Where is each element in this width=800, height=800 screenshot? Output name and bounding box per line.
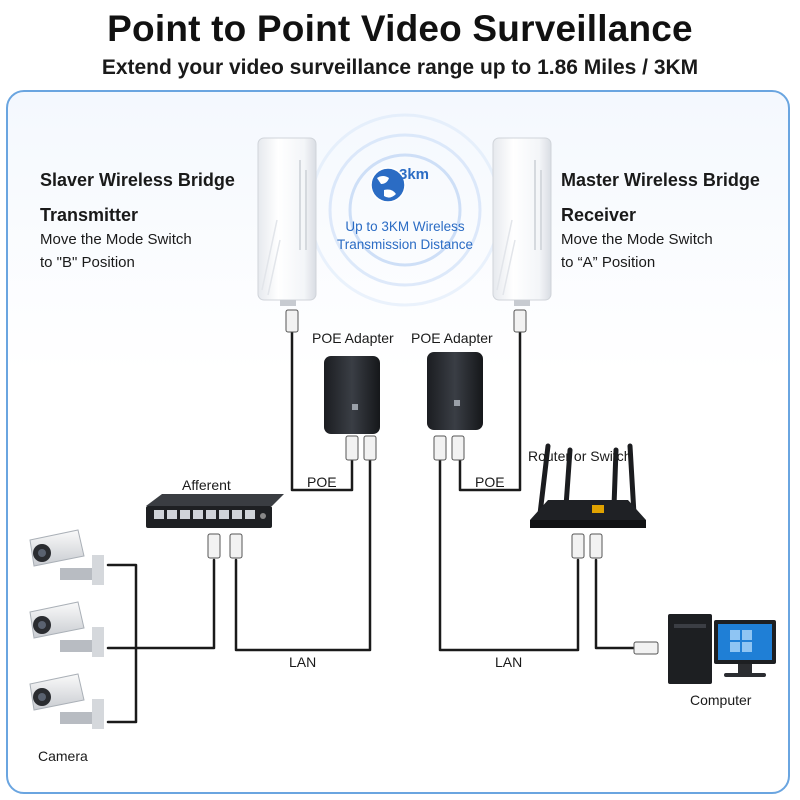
router-label: Router or Switch [528,448,632,464]
afferent-switch-device [146,494,284,528]
slaver-bridge-device [257,137,317,306]
poe-adapter-left-device [324,356,380,434]
poe-right-label: POE [475,474,505,490]
camera-bottom-device [29,673,104,729]
computer-device [668,614,776,684]
globe-icon [370,167,406,203]
master-bridge-name: Master Wireless Bridge [561,170,760,190]
master-bridge-instruction-1: Move the Mode Switch [561,231,713,248]
lan-left-label: LAN [289,654,317,670]
page-subtitle: Extend your video surveillance range up … [101,56,699,79]
poe-adapter-right-label: POE Adapter [411,330,493,346]
master-bridge-role: Receiver [561,205,637,225]
rj45-connectors [207,309,659,655]
cables [106,328,638,724]
lan-right-label: LAN [495,654,523,670]
master-bridge-device [492,137,552,306]
slaver-bridge-role: Transmitter [40,205,139,225]
poe-adapter-left-label: POE Adapter [312,330,394,346]
camera-middle-device [29,601,104,657]
afferent-label: Afferent [182,477,231,493]
poe-left-label: POE [307,474,337,490]
slaver-bridge-name: Slaver Wireless Bridge [40,170,235,190]
distance-line2: Transmission Distance [336,237,474,252]
camera-top-device [29,529,104,585]
poe-adapter-right-device [427,352,483,430]
page-title: Point to Point Video Surveillance [107,8,693,49]
slaver-bridge-instruction-2: to "B" Position [40,254,135,271]
distance-line1: Up to 3KM Wireless [345,219,465,234]
signal-waves [308,113,502,307]
camera-label: Camera [38,748,88,764]
computer-label: Computer [690,692,752,708]
distance-badge: 3km [399,166,430,183]
slaver-bridge-instruction-1: Move the Mode Switch [40,231,192,248]
router-device [530,443,646,528]
master-bridge-instruction-2: to “A” Position [561,254,656,271]
